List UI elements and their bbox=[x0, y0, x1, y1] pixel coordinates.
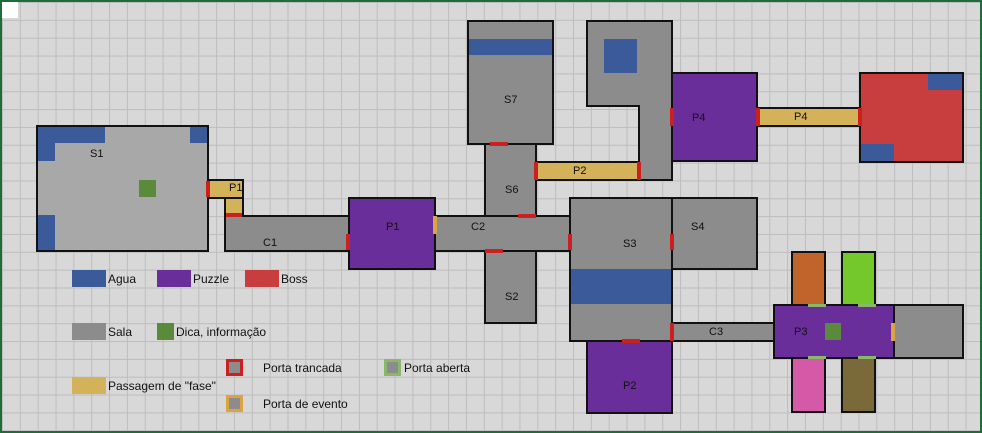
door-locked-s3-left bbox=[568, 234, 572, 250]
door-locked-p4-right bbox=[756, 108, 760, 126]
door-open-orange bbox=[808, 304, 826, 307]
label-s1: S1 bbox=[90, 148, 104, 160]
door-locked-boss bbox=[858, 108, 862, 126]
legend-boss: Boss bbox=[281, 272, 308, 286]
label-s3: S3 bbox=[623, 238, 637, 250]
legend-swatch-dica bbox=[157, 323, 174, 340]
label-p4-room: P4 bbox=[692, 112, 706, 124]
legend-swatch-porta-aberta bbox=[384, 359, 401, 376]
legend-swatch-puzzle bbox=[157, 270, 191, 287]
water-s1-top-right bbox=[190, 127, 207, 143]
corridor-c3 bbox=[671, 322, 776, 342]
legend-porta-trancada: Porta trancada bbox=[263, 361, 342, 375]
water-s1-left bbox=[38, 143, 55, 161]
legend-porta-aberta: Porta aberta bbox=[404, 361, 471, 375]
label-s2: S2 bbox=[505, 291, 519, 303]
water-s1-bottom-left bbox=[38, 215, 55, 250]
legend-swatch-sala bbox=[72, 323, 106, 340]
legend-sala: Sala bbox=[108, 325, 133, 339]
door-locked-s2-top bbox=[485, 249, 503, 253]
door-locked-s6-bottom bbox=[518, 214, 536, 218]
passage-p4 bbox=[756, 107, 861, 127]
water-boss-top-right bbox=[928, 74, 962, 90]
passage-p2 bbox=[535, 161, 640, 181]
door-event-p3-right bbox=[891, 323, 895, 341]
door-open-olive bbox=[858, 356, 876, 359]
room-upper-right-shaft bbox=[638, 105, 673, 181]
water-boss-bottom-left bbox=[861, 144, 894, 161]
label-c2: C2 bbox=[471, 221, 486, 233]
door-open-lime bbox=[858, 304, 876, 307]
door-locked-p4-left bbox=[670, 108, 674, 126]
legend-swatch-porta-evento bbox=[226, 395, 243, 412]
legend-swatch-porta-trancada bbox=[226, 359, 243, 376]
door-locked-p1-bottom bbox=[226, 213, 242, 217]
door-locked-s6-top bbox=[490, 142, 508, 146]
door-locked-p2-left bbox=[534, 162, 538, 180]
door-event-p1-right bbox=[433, 216, 437, 234]
room-s4 bbox=[671, 197, 758, 270]
legend-swatch-boss bbox=[245, 270, 279, 287]
legend-passagem: Passagem de "fase" bbox=[108, 379, 216, 393]
label-p3-room: P3 bbox=[794, 326, 808, 338]
label-p1-passage: P1 bbox=[229, 182, 243, 194]
label-c3: C3 bbox=[709, 326, 724, 338]
label-c1: C1 bbox=[263, 237, 278, 249]
legend-swatch-agua bbox=[72, 270, 106, 287]
room-lime bbox=[841, 251, 876, 307]
room-p2 bbox=[586, 340, 673, 414]
room-p4 bbox=[671, 72, 758, 162]
corridor-c2 bbox=[434, 215, 572, 252]
room-s1 bbox=[36, 125, 209, 252]
legend-porta-evento: Porta de evento bbox=[263, 397, 348, 411]
door-locked-c3 bbox=[670, 323, 674, 341]
legend-agua: Agua bbox=[108, 272, 137, 286]
room-olive bbox=[841, 357, 876, 413]
label-p4-passage: P4 bbox=[794, 111, 808, 123]
legend-puzzle: Puzzle bbox=[193, 272, 230, 286]
legend-swatch-passagem bbox=[72, 377, 106, 394]
label-p1-room: P1 bbox=[386, 221, 400, 233]
room-pink bbox=[791, 357, 826, 413]
hint-p3 bbox=[825, 323, 841, 340]
label-s7: S7 bbox=[504, 94, 518, 106]
label-p2-room: P2 bbox=[623, 380, 637, 392]
corridor-c1 bbox=[224, 215, 351, 252]
water-s3 bbox=[571, 269, 671, 304]
sheet-corner bbox=[2, 2, 18, 18]
room-p1 bbox=[348, 197, 436, 270]
label-s4: S4 bbox=[691, 221, 705, 233]
water-s1-top-left bbox=[38, 127, 105, 143]
room-orange bbox=[791, 251, 826, 307]
label-s6: S6 bbox=[505, 184, 519, 196]
water-s7 bbox=[469, 39, 552, 55]
door-locked-p1-left bbox=[346, 234, 350, 250]
room-s6 bbox=[484, 143, 537, 217]
door-open-pink bbox=[808, 356, 826, 359]
legend-dica: Dica, informação bbox=[176, 325, 267, 339]
door-locked-p2-right bbox=[637, 162, 641, 180]
hint-s1 bbox=[139, 180, 156, 197]
door-locked-p2-top bbox=[622, 339, 640, 343]
room-s2 bbox=[484, 250, 537, 324]
label-p2-passage: P2 bbox=[573, 165, 587, 177]
door-locked-s4-left bbox=[670, 234, 674, 250]
door-locked-s1 bbox=[206, 181, 210, 197]
room-east bbox=[893, 304, 964, 359]
water-upper-right bbox=[604, 39, 637, 73]
